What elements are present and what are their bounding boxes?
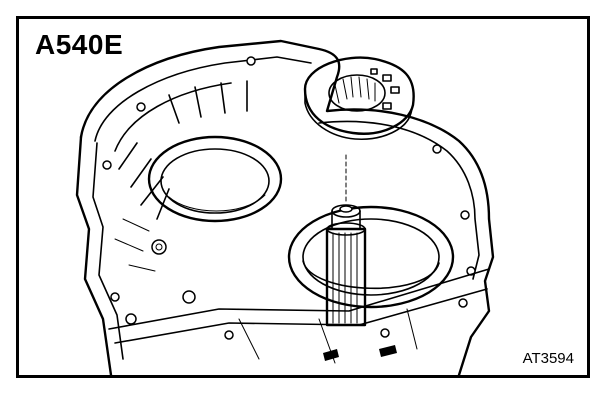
- figure-code: AT3594: [519, 350, 577, 367]
- lower-bore: [287, 205, 455, 309]
- figure-frame: A540E AT3594: [16, 16, 590, 378]
- transaxle-illustration: [75, 39, 495, 375]
- model-label: A540E: [35, 29, 124, 60]
- splined-ring-part: [303, 56, 415, 140]
- flange-bolt-holes: [102, 56, 476, 302]
- splined-shaft: [325, 154, 367, 327]
- upper-bore: [147, 135, 283, 223]
- transaxle-case: [75, 39, 495, 375]
- gasket-surface: [108, 268, 490, 364]
